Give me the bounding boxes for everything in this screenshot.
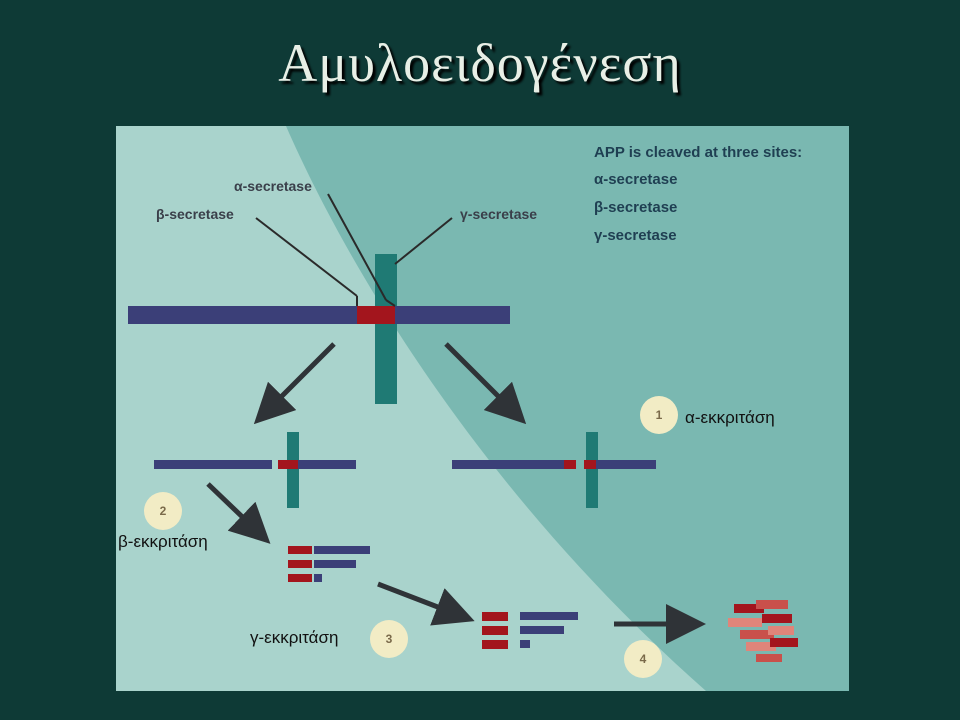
step-3-badge: 3 [370, 620, 408, 658]
alpha-secretase-pointer [327, 193, 387, 301]
amyloidogenesis-diagram: α-secretase β-secretase γ-secretase APP … [116, 126, 849, 691]
step-2-badge: 2 [144, 492, 182, 530]
alpha-cleaved-app [452, 432, 656, 508]
arrow-to-beta-product [253, 342, 336, 425]
legend-item-alpha: α-secretase [594, 171, 678, 188]
c99-fragments [288, 546, 370, 582]
amyloid-plaque [728, 600, 798, 662]
slide-title: Αμυλοειδογένεση [278, 33, 682, 93]
gamma-secretion-label: γ-εκκριτάση [250, 628, 339, 647]
arrow-to-alpha-product [444, 342, 527, 425]
arrow-to-abeta [377, 581, 475, 626]
legend-title: APP is cleaved at three sites: [594, 144, 803, 161]
beta-secretase-pointer [255, 217, 358, 297]
alpha-secretion-label: α-εκκριτάση [685, 408, 775, 427]
abeta-peptides [482, 612, 578, 649]
step-1-badge: 1 [640, 396, 678, 434]
beta-cleaved-app [154, 432, 356, 508]
extracellular-region [286, 126, 849, 691]
beta-secretion-label: β-εκκριτάση [118, 532, 208, 551]
legend-item-beta: β-secretase [594, 199, 678, 216]
gamma-secretase-label: γ-secretase [460, 206, 538, 222]
diagram-drawing [128, 126, 849, 691]
alpha-secretase-label: α-secretase [234, 178, 312, 194]
beta-secretase-label: β-secretase [156, 206, 234, 222]
app-protein-full [128, 254, 510, 404]
arrow-to-gamma-step [206, 482, 271, 544]
legend-item-gamma: γ-secretase [594, 227, 677, 244]
gamma-secretase-pointer [394, 217, 453, 265]
step-4-badge: 4 [624, 640, 662, 678]
